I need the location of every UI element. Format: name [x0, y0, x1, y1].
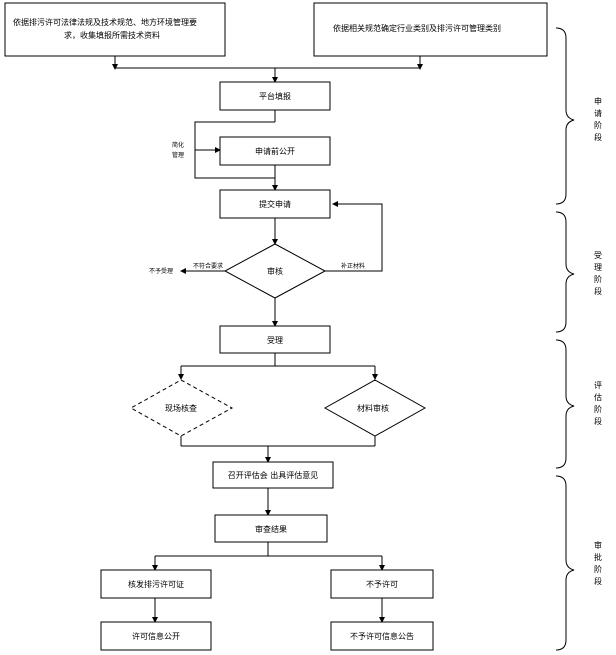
brace-approval	[555, 475, 575, 651]
svg-text:审: 审	[594, 540, 602, 550]
evaluation-meeting-box	[212, 461, 334, 489]
collect-materials-text-2: 求，收集填报所需技术资料	[64, 30, 160, 40]
svg-text:评: 评	[594, 381, 602, 390]
stage-application-label: 申 请 阶 段	[594, 96, 602, 142]
collect-materials-text-1: 依据排污许可法律法规及技术规范、地方环境管理要	[13, 17, 197, 27]
pre-public-box	[219, 136, 331, 166]
svg-text:批: 批	[594, 552, 602, 562]
submit-text: 提交申请	[259, 199, 291, 209]
brace-application	[555, 27, 575, 205]
platform-fill-text: 平台填报	[259, 91, 291, 101]
svg-text:段: 段	[594, 132, 602, 142]
deny-public-box	[330, 621, 434, 651]
brace-acceptance	[555, 211, 575, 333]
svg-text:受: 受	[594, 250, 602, 260]
svg-text:请: 请	[594, 108, 602, 118]
svg-text:段: 段	[594, 576, 602, 586]
svg-text:阶: 阶	[594, 274, 602, 284]
onsite-check-text: 现场核查	[165, 403, 197, 413]
pre-public-text: 申请前公开	[255, 146, 295, 156]
review-result-box	[214, 514, 328, 543]
determine-category-box	[313, 2, 548, 57]
svg-text:估: 估	[594, 392, 602, 402]
reject-result: 不予受理	[149, 267, 173, 275]
collect-materials-box	[4, 2, 226, 57]
supplement-label: 补正材料	[341, 262, 365, 270]
submit-box	[219, 189, 331, 219]
issue-permit-text: 核发排污许可证	[128, 579, 184, 589]
accept-box	[219, 325, 331, 354]
svg-text:段: 段	[594, 286, 602, 296]
onsite-check-diamond	[129, 379, 234, 437]
stage-acceptance-label: 受 理 阶 段	[594, 250, 602, 296]
svg-text:段: 段	[594, 416, 602, 426]
stage-assessment-label: 评 估 阶 段	[594, 381, 602, 426]
determine-category-text: 依据相关规范确定行业类别及排污许可管理类别	[333, 23, 501, 33]
simplified-note-2: 管理	[172, 151, 184, 159]
svg-text:阶: 阶	[594, 404, 602, 414]
review-text: 审核	[267, 266, 283, 276]
svg-text:阶: 阶	[594, 564, 602, 574]
review-result-text: 审查结果	[255, 524, 287, 534]
reject-label: 不符合要求	[193, 262, 223, 270]
svg-text:阶: 阶	[594, 120, 602, 130]
svg-text:理: 理	[594, 263, 602, 272]
material-review-text: 材料审核	[357, 403, 389, 413]
evaluation-meeting-text: 召开评估会 出具评估意见	[228, 470, 319, 480]
deny-permit-box	[330, 569, 434, 599]
simplified-note-1: 简化	[172, 141, 184, 149]
issue-permit-box	[100, 569, 212, 599]
brace-assessment	[555, 339, 575, 469]
permit-public-text: 许可信息公开	[132, 631, 180, 641]
deny-public-text: 不予许可信息公告	[350, 631, 414, 641]
deny-permit-text: 不予许可	[366, 579, 398, 589]
svg-text:申: 申	[594, 96, 602, 106]
accept-text: 受理	[267, 335, 283, 345]
stage-approval-label: 审 批 阶 段	[594, 540, 602, 586]
permit-public-box	[100, 621, 212, 651]
